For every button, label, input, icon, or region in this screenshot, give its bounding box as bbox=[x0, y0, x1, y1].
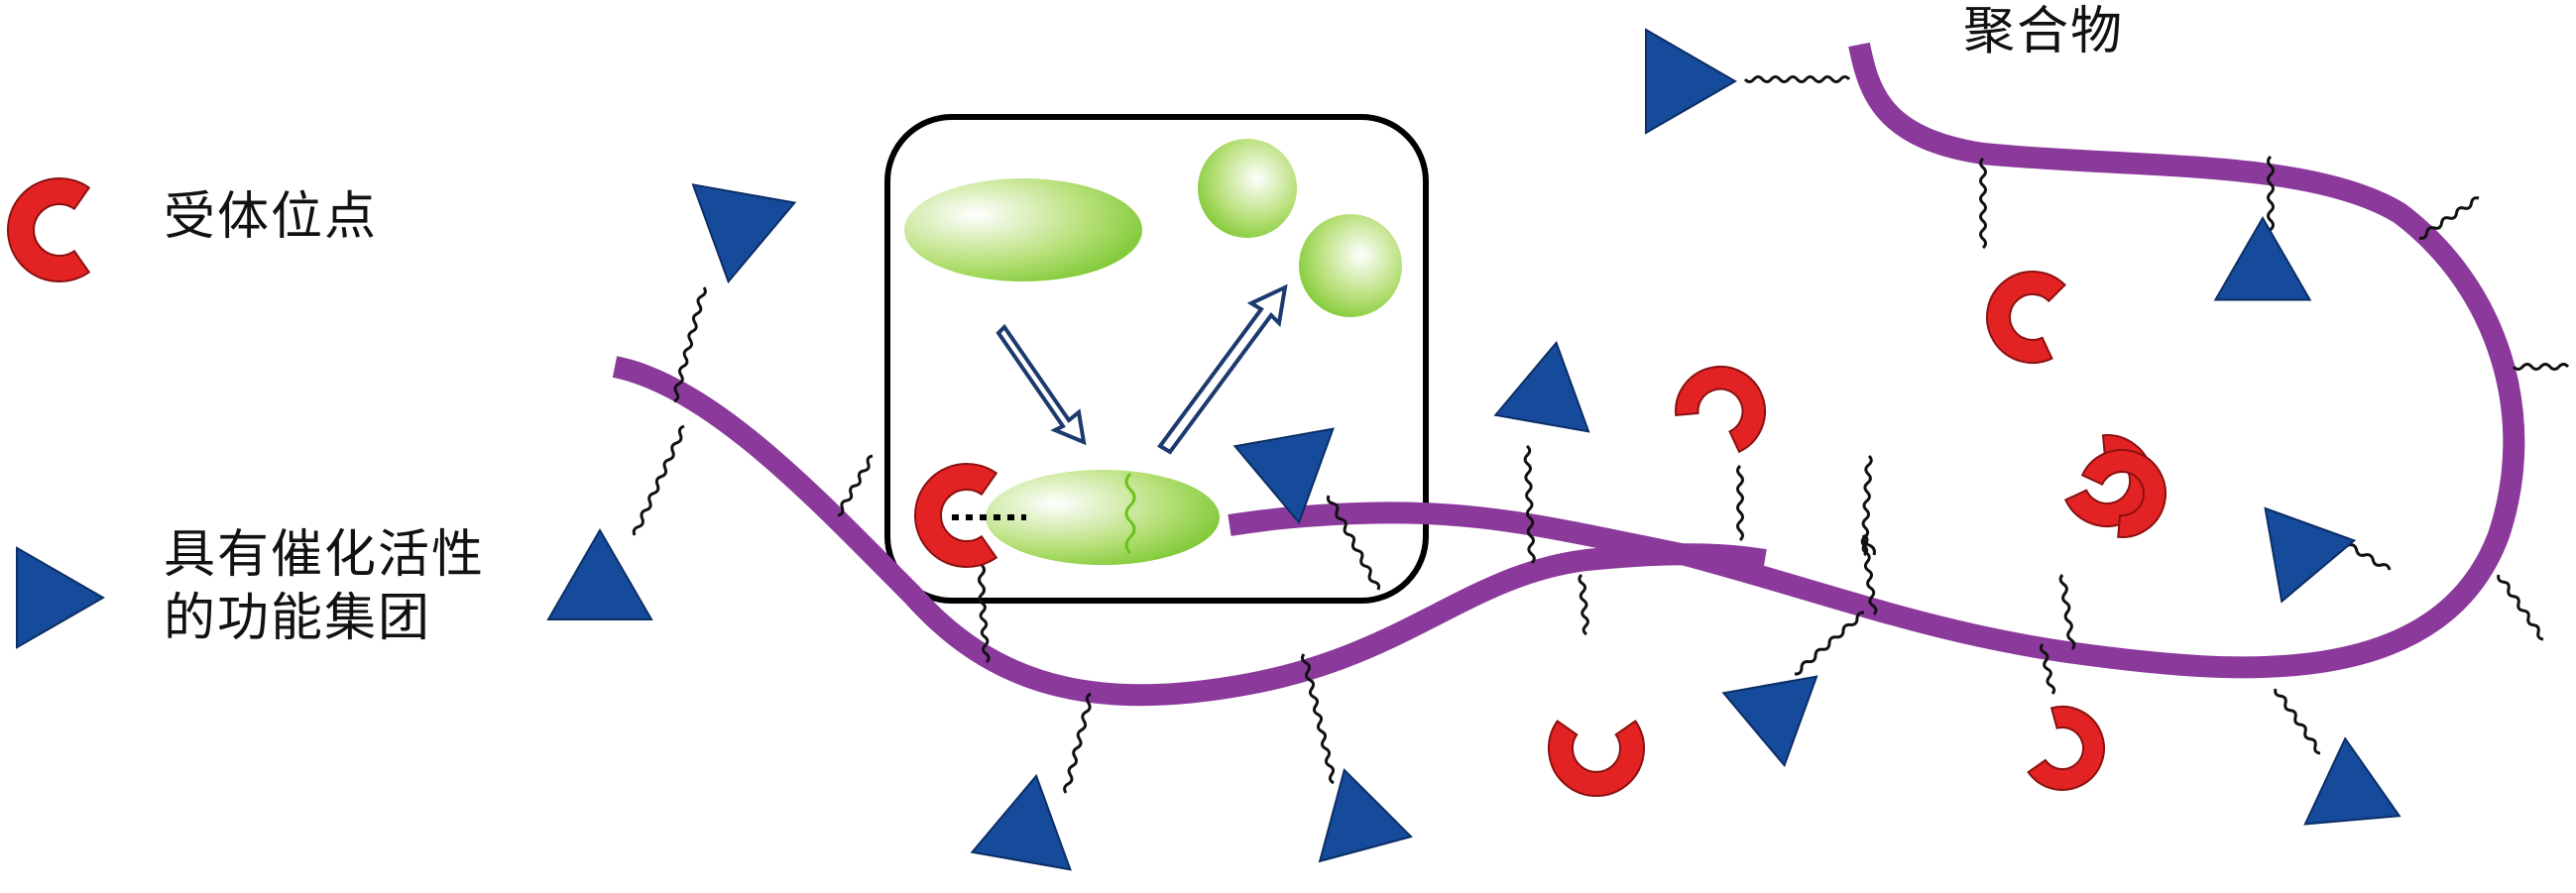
wavy-linker bbox=[2418, 196, 2480, 240]
legend bbox=[6, 177, 106, 649]
legend-functional-group-icon bbox=[16, 546, 106, 649]
wavy-linker bbox=[673, 286, 707, 403]
receptor-site-group bbox=[913, 271, 2166, 797]
functional-group-triangle-icon bbox=[2303, 736, 2401, 826]
legend-receptor-site-label: 受体位点 bbox=[164, 187, 379, 247]
legend-receptor-site-icon bbox=[6, 177, 91, 282]
wavy-linker bbox=[978, 563, 986, 597]
functional-group-triangle-icon bbox=[691, 183, 797, 284]
receptor-site-icon bbox=[1548, 720, 1645, 797]
polymer-label: 聚合物 bbox=[1963, 2, 2125, 61]
product-sphere-icon bbox=[1198, 139, 1297, 238]
wavy-linker bbox=[1300, 653, 1336, 785]
wavy-linker bbox=[1736, 464, 1744, 542]
legend-catalytic-group-label: 具有催化活性 的功能集团 bbox=[164, 523, 485, 650]
functional-group-triangle-icon bbox=[1318, 767, 1414, 863]
bond-cleavage-icon bbox=[1124, 472, 1136, 555]
receptor-site-icon bbox=[1675, 366, 1766, 454]
wavy-linker bbox=[1523, 444, 1536, 565]
wavy-linker bbox=[1862, 534, 1876, 556]
legend-catalytic-group-label-line2: 的功能集团 bbox=[164, 589, 432, 648]
receptor-site-icon bbox=[2027, 705, 2105, 791]
functional-group-set bbox=[546, 28, 2401, 871]
polymer-chain bbox=[1228, 42, 2525, 679]
functional-group-triangle-icon bbox=[1721, 675, 1818, 768]
substrate-ellipse-icon bbox=[904, 178, 1142, 281]
wavy-linker bbox=[2497, 574, 2544, 641]
functional-group-triangle-icon bbox=[1232, 427, 1335, 525]
wavy-linker bbox=[632, 424, 685, 536]
functional-group-triangle-icon bbox=[1493, 340, 1590, 433]
reaction-arrow-down-icon bbox=[995, 323, 1087, 446]
wavy-linker bbox=[1861, 533, 1878, 615]
functional-group-triangle-icon bbox=[546, 528, 653, 620]
reaction-arrow-up-icon bbox=[1157, 283, 1288, 455]
wavy-linker bbox=[2512, 363, 2570, 371]
wavy-linker bbox=[978, 593, 991, 664]
wavy-linker bbox=[1794, 611, 1865, 676]
product-sphere-icon bbox=[1299, 214, 1402, 317]
receptor-site-icon bbox=[2080, 448, 2166, 538]
wavy-linker bbox=[2274, 688, 2321, 755]
functional-group-triangle-icon bbox=[2264, 506, 2357, 604]
wavy-linker bbox=[1326, 495, 1381, 591]
wavy-linker bbox=[2058, 574, 2076, 650]
bound-substrate-ellipse-icon bbox=[986, 470, 1220, 565]
wavy-linker bbox=[1578, 573, 1589, 636]
wavy-linker bbox=[2039, 643, 2056, 695]
wavy-linker bbox=[1979, 157, 1987, 250]
functional-group-triangle-icon bbox=[970, 773, 1072, 871]
catalytic-receptor-site-icon bbox=[913, 463, 998, 568]
wavy-linker bbox=[1063, 692, 1092, 794]
wavy-linker bbox=[1743, 75, 1851, 83]
polymer-chain bbox=[612, 356, 1767, 707]
receptor-site-icon bbox=[1986, 271, 2066, 364]
functional-group-triangle-icon bbox=[2213, 215, 2312, 301]
wavy-linker bbox=[837, 454, 874, 517]
legend-catalytic-group-label-line1: 具有催化活性 bbox=[164, 525, 486, 585]
functional-group-triangle-icon bbox=[1645, 28, 1737, 135]
